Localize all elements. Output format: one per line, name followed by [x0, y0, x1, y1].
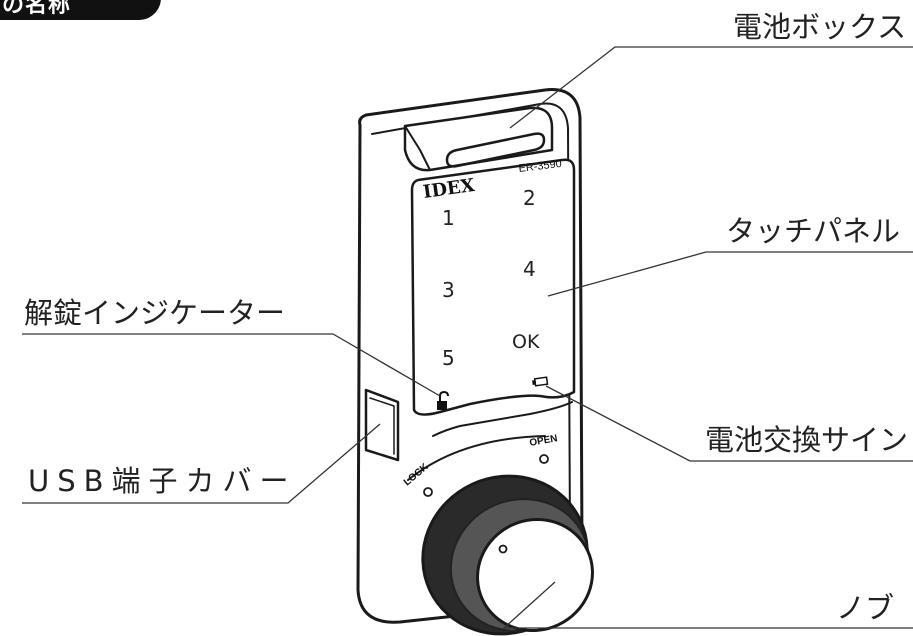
knob-group: [421, 474, 594, 636]
key-2[interactable]: 2: [523, 186, 536, 210]
leader-unlock-indicator: [22, 333, 441, 397]
label-battery-sign: 電池交換サイン: [705, 423, 909, 457]
label-battery-box: 電池ボックス: [733, 10, 907, 44]
lock-open-arc: [407, 435, 546, 481]
leader-battery-sign: [545, 385, 913, 462]
open-label: OPEN: [529, 433, 559, 449]
key-3[interactable]: 3: [442, 278, 455, 302]
leader-battery-box: [509, 46, 913, 129]
key-4[interactable]: 4: [523, 257, 536, 281]
key-ok[interactable]: OK: [512, 331, 540, 353]
device-front-edge: [371, 102, 571, 541]
leader-touch-panel: [547, 251, 913, 297]
lower-panel-edge: [432, 401, 573, 437]
unlock-padlock-icon: [437, 390, 449, 410]
usb-cover: [364, 388, 400, 462]
label-usb-cover: USB端子カバー: [28, 464, 297, 498]
label-knob: ノブ: [836, 591, 895, 625]
key-5[interactable]: 5: [442, 346, 455, 370]
key-1[interactable]: 1: [442, 206, 455, 230]
model-number: ER-3590: [518, 158, 563, 175]
touch-panel: [410, 158, 576, 416]
leader-knob: [502, 581, 913, 629]
lock-device: [356, 88, 594, 636]
battery-sign-icon: [532, 376, 549, 387]
battery-slot: [445, 132, 546, 168]
section-header-badge: の名称: [0, 0, 161, 20]
leader-usb-cover: [22, 423, 381, 504]
label-touch-panel: タッチパネル: [726, 214, 901, 248]
leader-lines: [22, 46, 913, 629]
section-title: の名称: [2, 0, 72, 18]
label-unlock-indicator: 解錠インジケーター: [24, 296, 286, 330]
